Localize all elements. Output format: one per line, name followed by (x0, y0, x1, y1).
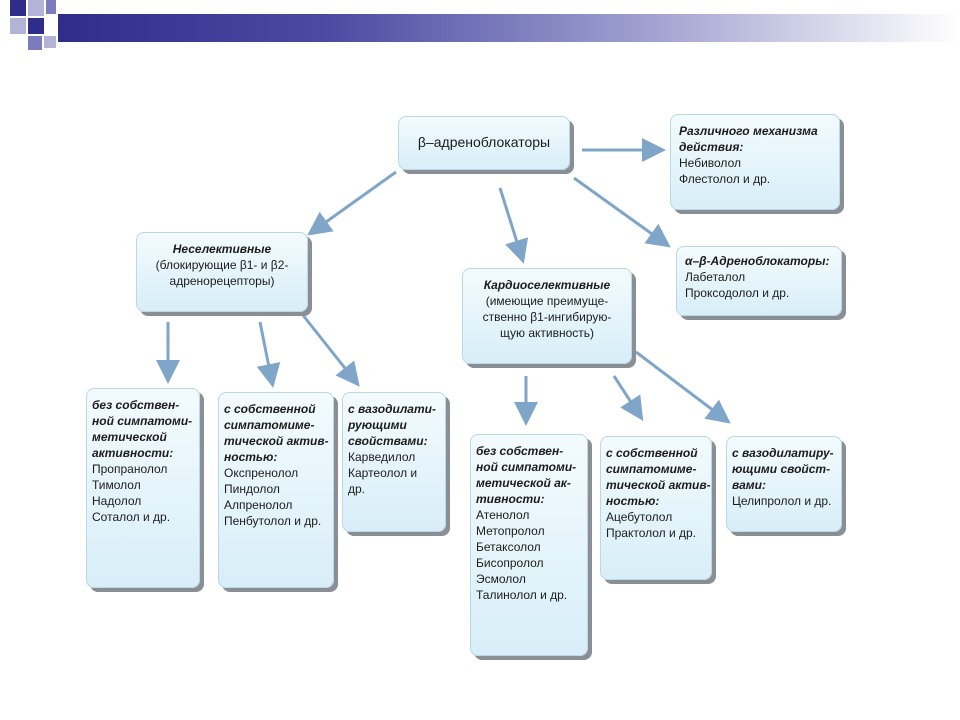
arrow-cs-to-isa (612, 375, 644, 422)
alpha-beta-title: α–β-Адреноблокаторы: (685, 254, 830, 268)
header-bar (58, 14, 960, 42)
ns-no-isa-title-2: ной симпатоми- (92, 414, 193, 428)
header-square-3 (46, 0, 56, 14)
cs-no-isa-item-2: Метопролол (476, 524, 545, 538)
arrow-root-to-cardioselective (498, 187, 529, 264)
various-item-1: Небиволол (679, 156, 741, 170)
ns-no-isa-item-2: Тимолол (92, 478, 141, 492)
cs-isa-box: с собственной симпатомиме- тической акти… (600, 436, 712, 580)
ns-no-isa-title-1: без собствен- (92, 398, 180, 412)
cs-no-isa-item-1: Атенолол (476, 508, 530, 522)
cs-vaso-box: с вазодилатиру- ющими свойст- вами: Цели… (726, 436, 842, 532)
ns-isa-item-1: Окспренолол (224, 466, 299, 480)
ns-isa-title-4: ностью: (224, 450, 278, 464)
header-square-5 (28, 18, 44, 34)
header-square-7 (44, 36, 56, 48)
cs-no-isa-item-6: Талинолол и др. (476, 588, 568, 602)
cs-no-isa-title-4: тивности: (476, 492, 545, 506)
ns-no-isa-box: без собствен- ной симпатоми- метической … (86, 388, 200, 588)
cs-vaso-title-1: с вазодилатиру- (732, 446, 834, 460)
header-square-4 (10, 18, 26, 34)
arrow-root-to-alpha-beta (573, 176, 671, 248)
root-label: β–адреноблокаторы (417, 134, 551, 150)
ns-no-isa-title-4: активности: (92, 446, 174, 460)
cs-vaso-title-2: ющими свойст- (732, 462, 831, 476)
ns-vaso-title-1: с вазодилати- (348, 402, 436, 416)
ns-isa-title-3: тической актив- (224, 434, 329, 448)
ns-vaso-title-3: свойствами: (348, 434, 428, 448)
arrow-root-to-nonselective (307, 170, 397, 236)
cs-no-isa-item-3: Бетаксолол (476, 540, 541, 554)
nonselective-desc-1: (блокирующие β1- и β2- (155, 258, 289, 272)
cs-no-isa-box: без собствен- ной симпатоми- метической … (470, 434, 588, 656)
various-mechanism-box: Различного механизма действия: Небиволол… (670, 114, 840, 210)
cs-isa-item-1: Ацебутолол (606, 510, 673, 524)
ns-isa-item-2: Пиндолол (224, 482, 280, 496)
cs-vaso-title-3: вами: (732, 478, 766, 492)
alpha-beta-box: α–β-Адреноблокаторы: Лабеталол Проксодол… (676, 246, 842, 316)
cardioselective-desc-3: щую активность) (499, 326, 595, 340)
nonselective-box: Неселективные (блокирующие β1- и β2- адр… (136, 232, 308, 312)
header-square-2 (28, 0, 44, 16)
nonselective-title: Неселективные (172, 242, 272, 256)
arrow-ns-to-vaso (300, 313, 360, 387)
ns-isa-item-4: Пенбутолол и др. (224, 514, 322, 528)
various-title-2: действия: (679, 140, 744, 154)
ns-vaso-item-1: Карведилол (348, 450, 416, 464)
arrow-cs-to-vaso (635, 350, 731, 424)
ns-vaso-item-3: др. (348, 482, 366, 496)
ns-isa-title-2: симпатомиме- (224, 418, 315, 432)
various-title: Различного механизма (679, 124, 818, 138)
nonselective-desc-2: адренорецепторы) (169, 274, 275, 288)
ns-isa-box: с собственной симпатомиме- тической акти… (218, 392, 334, 588)
cs-isa-title-3: тической актив- (606, 478, 711, 492)
cardioselective-box: Кардиоселективные (имеющие преимуще- ств… (462, 268, 632, 364)
cardioselective-desc-2: ственно β1-ингибирую- (482, 310, 612, 324)
cs-isa-item-2: Практолол и др. (606, 526, 697, 540)
alpha-beta-item-2: Проксодолол и др. (685, 286, 790, 300)
ns-vaso-title-2: рующими (348, 418, 407, 432)
various-item-2: Флестолол и др. (679, 172, 771, 186)
ns-no-isa-title-3: метической (92, 430, 167, 444)
cs-no-isa-title-1: без собствен- (476, 444, 564, 458)
cs-vaso-item-1: Целипролол и др. (732, 494, 832, 508)
header-square-6 (28, 36, 42, 50)
arrow-ns-to-isa (256, 321, 281, 388)
ns-vaso-item-2: Картеолол и (348, 466, 418, 480)
ns-no-isa-item-1: Пропранолол (92, 462, 168, 476)
cs-no-isa-title-3: метической ак- (476, 476, 571, 490)
cardioselective-title: Кардиоселективные (483, 278, 611, 292)
cs-no-isa-item-4: Бисопролол (476, 556, 544, 570)
ns-isa-title-1: с собственной (224, 402, 316, 416)
cs-no-isa-title-2: ной симпатоми- (476, 460, 577, 474)
alpha-beta-item-1: Лабеталол (685, 270, 746, 284)
ns-vaso-box: с вазодилати- рующими свойствами: Карвед… (342, 392, 446, 532)
root-box: β–адреноблокаторы (398, 116, 570, 170)
ns-no-isa-item-4: Соталол и др. (92, 510, 171, 524)
cs-isa-title-2: симпатомиме- (606, 462, 697, 476)
cs-isa-title-1: с собственной (606, 446, 698, 460)
ns-isa-item-3: Алпренолол (224, 498, 293, 512)
cs-no-isa-item-5: Эсмолол (476, 572, 526, 586)
cs-isa-title-4: ностью: (606, 494, 660, 508)
cardioselective-desc-1: (имеющие преимуще- (485, 294, 609, 308)
header-square-1 (10, 0, 26, 16)
ns-no-isa-item-3: Надолол (92, 494, 142, 508)
